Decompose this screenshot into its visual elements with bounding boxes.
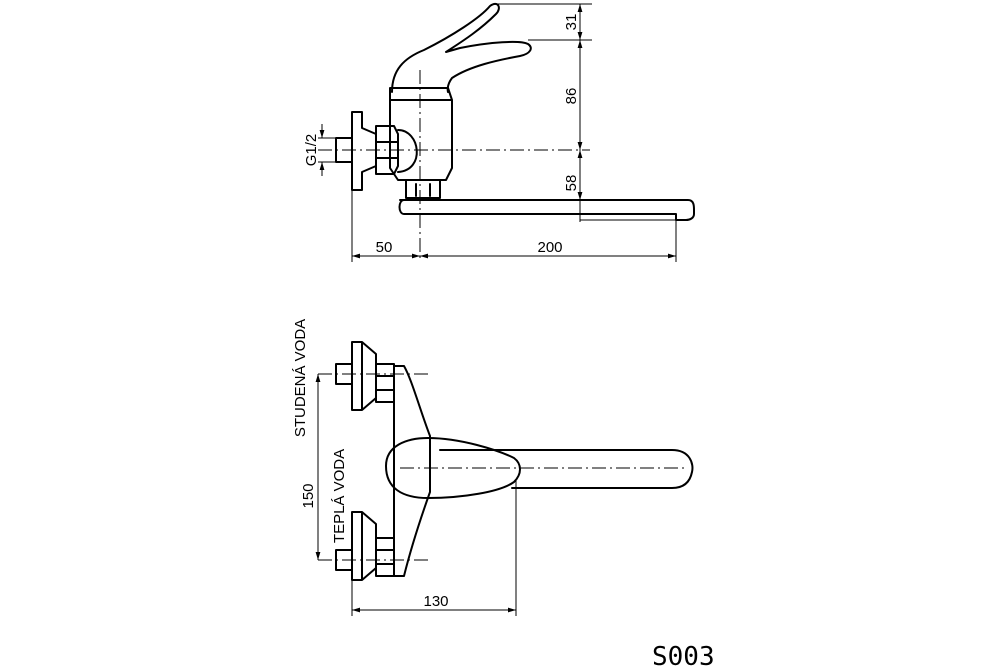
- dim-58: 58: [563, 175, 580, 192]
- cold-water-label: STUDENÁ VODA: [292, 319, 309, 437]
- dim-31: 31: [563, 14, 580, 31]
- front-spout: [439, 449, 694, 489]
- dim-150: 150: [300, 483, 317, 508]
- dim-50: 50: [376, 239, 393, 256]
- front-handle: [385, 437, 521, 499]
- dim-86: 86: [563, 88, 580, 105]
- front-view: 150 STUDENÁ VODA TEPLÁ VODA 130: [292, 319, 694, 616]
- faucet-body: [389, 87, 453, 181]
- outlet-collar: [405, 179, 441, 199]
- spout: [398, 199, 695, 221]
- dim-130: 130: [423, 593, 448, 610]
- drawing-code: S003: [652, 642, 715, 667]
- wall-flange: [351, 111, 377, 191]
- ball-connector: [397, 129, 418, 173]
- dim-200: 200: [537, 239, 562, 256]
- front-body: [393, 365, 431, 577]
- side-view: 31 86 58 G1/2 50 200: [303, 2, 695, 262]
- hot-water-label: TEPLÁ VODA: [331, 449, 348, 543]
- cold-inlet-flange: [351, 341, 377, 411]
- lever-handle: [391, 2, 532, 93]
- hex-nut: [375, 125, 399, 175]
- cold-inlet-nut: [375, 363, 395, 403]
- thread-label: G1/2: [303, 134, 320, 167]
- hot-inlet-flange: [351, 511, 377, 581]
- hot-inlet-nut: [375, 537, 395, 577]
